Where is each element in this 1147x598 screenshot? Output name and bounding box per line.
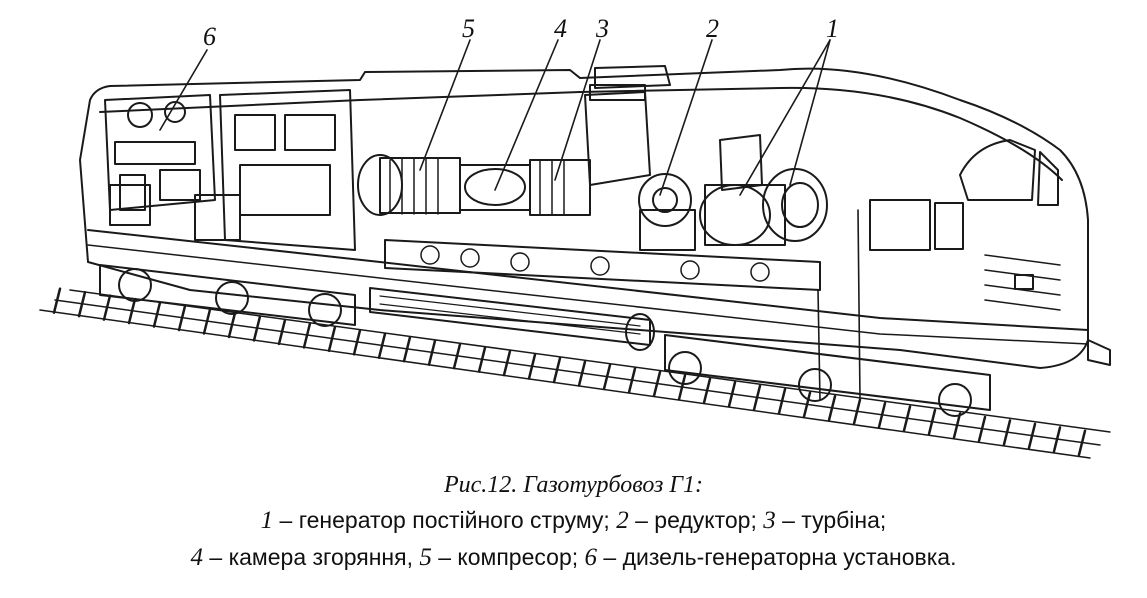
- sleeper: [877, 401, 887, 429]
- sleeper: [627, 367, 637, 394]
- legend-number: 6: [584, 544, 598, 571]
- sleeper: [277, 318, 287, 346]
- sleeper: [1077, 429, 1087, 457]
- sleeper: [252, 315, 262, 342]
- sleeper: [602, 363, 612, 391]
- cab-window: [959, 139, 1036, 201]
- sleeper: [677, 374, 687, 401]
- equipment-frame: [384, 239, 821, 291]
- sleeper: [902, 405, 912, 432]
- sleepers: [52, 287, 1087, 457]
- combustion-chamber: [459, 164, 531, 211]
- sleeper: [577, 360, 587, 387]
- headlight: [1014, 274, 1034, 290]
- sleeper: [1027, 422, 1037, 450]
- legend-number: 1: [260, 507, 274, 534]
- compressor: [357, 154, 461, 216]
- diesel-generator-unit: [104, 94, 216, 211]
- sleeper: [952, 412, 962, 439]
- label-2: 2: [706, 14, 719, 43]
- sleeper: [652, 370, 662, 398]
- sleeper: [102, 294, 112, 321]
- sleeper: [452, 342, 462, 370]
- legend-number: 3: [763, 507, 776, 534]
- legend-text: – дизель-генераторна установка.: [597, 544, 957, 570]
- control-compartment: [109, 89, 356, 251]
- sleeper: [727, 381, 737, 408]
- legend-text: – компресор;: [431, 544, 585, 570]
- sleeper: [202, 308, 212, 335]
- coupler: [1087, 339, 1111, 366]
- sleeper: [227, 311, 237, 339]
- side-window: [869, 199, 931, 251]
- label-4: 4: [554, 14, 567, 43]
- sleeper: [752, 384, 762, 412]
- locomotive-cutaway-drawing: [39, 39, 1111, 459]
- sleeper: [327, 325, 337, 353]
- sleeper: [152, 301, 162, 328]
- reduction-gear: [638, 173, 696, 251]
- sleeper: [77, 290, 87, 318]
- sleeper: [552, 356, 562, 384]
- legend-number: 4: [190, 544, 204, 571]
- caption-line-2: 4 – камера згоряння, 5 – компресор; 6 – …: [0, 539, 1147, 576]
- sleeper: [502, 349, 512, 377]
- legend-text: – генератор постійного струму;: [273, 507, 617, 533]
- front-bogie: [99, 264, 356, 327]
- sleeper: [927, 408, 937, 436]
- sleeper: [402, 335, 412, 363]
- sleeper: [777, 388, 787, 415]
- label-6: 6: [203, 22, 216, 51]
- sleeper: [52, 287, 62, 314]
- sleeper: [127, 297, 137, 325]
- legend-text: – редуктор;: [628, 507, 764, 533]
- sleeper: [302, 322, 312, 349]
- figure-caption: Рис.12. Газотурбовоз Г1: 1 – генератор п…: [0, 468, 1147, 576]
- sleeper: [377, 332, 387, 360]
- sleeper: [977, 415, 987, 443]
- sleeper: [177, 304, 187, 332]
- sleeper: [1002, 419, 1012, 446]
- sleeper: [702, 377, 712, 405]
- turbine: [529, 65, 671, 216]
- legend-number: 2: [616, 507, 629, 534]
- sleeper: [852, 398, 862, 425]
- legend-text: – камера згоряння,: [203, 544, 420, 570]
- sleeper: [827, 394, 837, 422]
- sleeper: [802, 391, 812, 418]
- label-3: 3: [596, 14, 609, 43]
- sleeper: [427, 339, 437, 366]
- sleeper: [1052, 426, 1062, 453]
- locomotive-body: [79, 67, 1089, 369]
- track: [39, 289, 1111, 459]
- caption-line-1: 1 – генератор постійного струму; 2 – ред…: [0, 502, 1147, 539]
- leader-lines: [159, 39, 861, 401]
- caption-title: Рис.12. Газотурбовоз Г1:: [443, 472, 704, 498]
- rear-bogie: [664, 334, 991, 417]
- legend-text: – турбіна;: [775, 507, 887, 533]
- legend-number: 5: [419, 544, 432, 571]
- dc-generator: [699, 134, 828, 246]
- label-5: 5: [462, 14, 475, 43]
- sleeper: [352, 329, 362, 356]
- sleeper: [527, 353, 537, 380]
- sleeper: [477, 346, 487, 373]
- label-1: 1: [826, 14, 839, 43]
